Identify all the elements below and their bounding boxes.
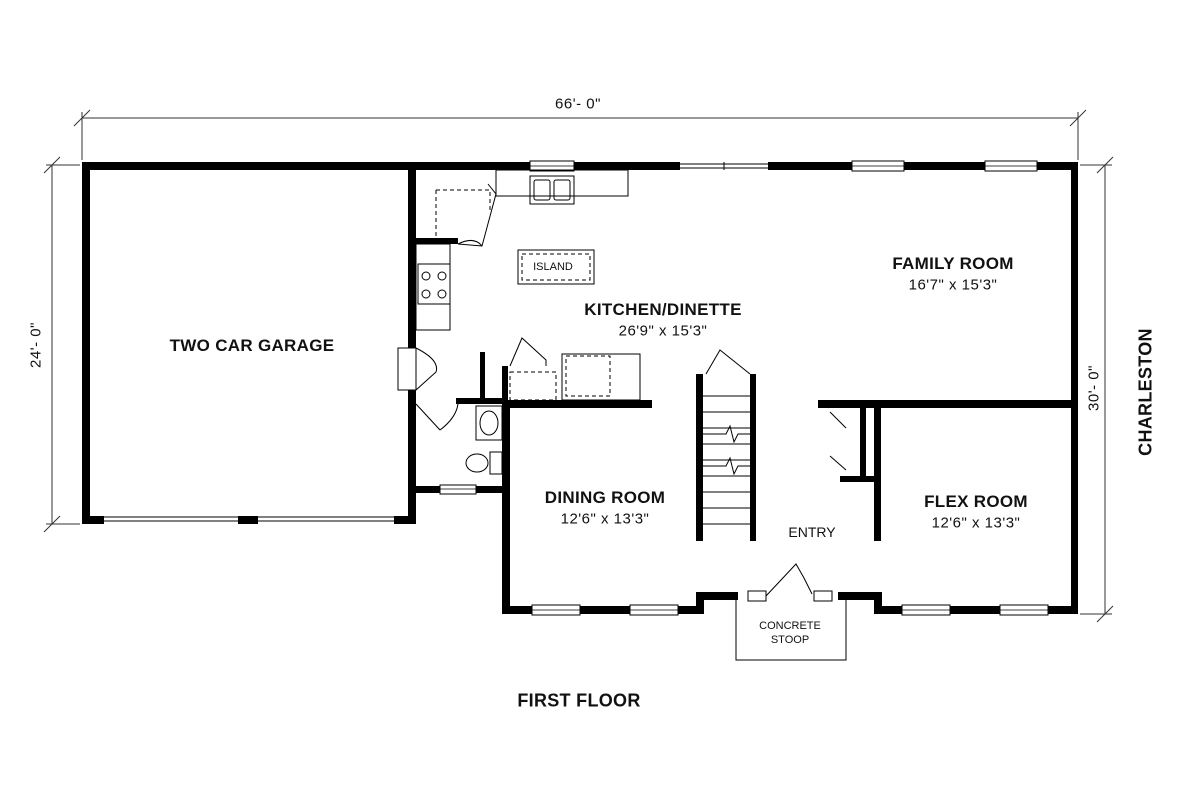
- stairs: [703, 395, 750, 525]
- stoop-label-line1: CONCRETE: [759, 620, 821, 632]
- kitchen-counters: [415, 169, 641, 401]
- model-name-label: CHARLESTON: [1135, 328, 1156, 456]
- sliding-door: [680, 162, 768, 170]
- windows: [439, 160, 1049, 616]
- stoop-label-line2: STOOP: [770, 634, 810, 646]
- left-depth-label: 24'- 0": [27, 322, 45, 368]
- right-depth-label: 30'- 0": [1085, 365, 1103, 411]
- family-room-size-label: 16'7" x 15'3": [908, 276, 998, 294]
- flex-room-size-label: 12'6" x 13'3": [931, 514, 1021, 532]
- exterior-walls: [82, 162, 1078, 614]
- garage-name-label: TWO CAR GARAGE: [169, 336, 335, 355]
- interior-walls: [416, 238, 1078, 541]
- family-room-name-label: FAMILY ROOM: [892, 254, 1014, 273]
- island-label: ISLAND: [533, 261, 573, 273]
- overall-width-label: 66'- 0": [555, 95, 601, 113]
- door-swings: [397, 183, 847, 597]
- dimension-lines: [43, 109, 1114, 623]
- kitchen-size-label: 26'9" x 15'3": [618, 322, 708, 340]
- window-glazing: [440, 165, 1048, 611]
- dining-room-name-label: DINING ROOM: [544, 488, 666, 507]
- flex-room-name-label: FLEX ROOM: [924, 492, 1028, 511]
- floor-title: FIRST FLOOR: [517, 690, 641, 711]
- concrete-stoop: [735, 600, 847, 661]
- dining-room-size-label: 12'6" x 13'3": [560, 510, 650, 528]
- garage-doors: [104, 516, 394, 522]
- bathroom-fixtures: [465, 405, 503, 475]
- kitchen-name-label: KITCHEN/DINETTE: [584, 300, 742, 319]
- entry-label: ENTRY: [788, 524, 836, 540]
